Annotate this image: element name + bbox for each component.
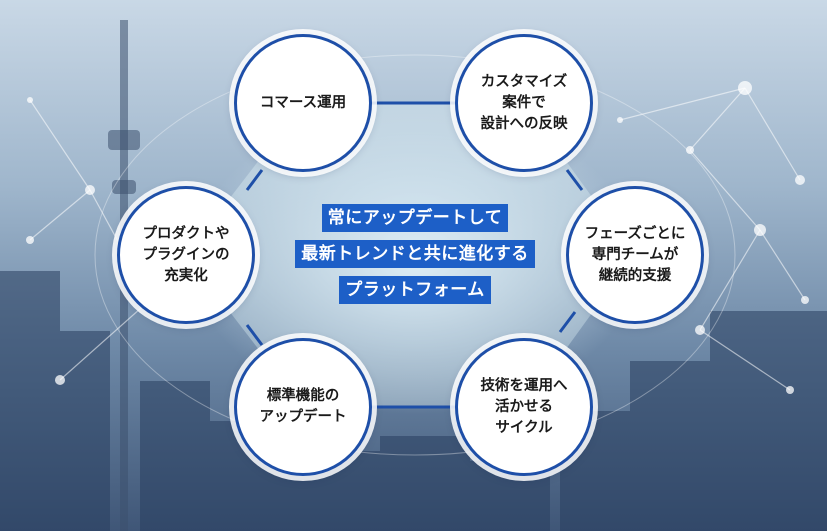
tower-silhouette: [108, 130, 140, 150]
building-silhouette: [0, 271, 60, 531]
node-skills: 技術を運用へ 活かせる サイクル: [455, 338, 593, 476]
center-message: 常にアップデートして 最新トレンドと共に進化する プラットフォーム: [274, 200, 556, 308]
center-line-2: 最新トレンドと共に進化する: [295, 240, 535, 268]
node-skills-label: 技術を運用へ 活かせる サイクル: [480, 377, 568, 436]
node-standard-label: 標準機能の アップデート: [259, 388, 347, 425]
building-silhouette: [60, 331, 110, 531]
node-commerce-label: コマース運用: [259, 94, 347, 111]
node-customize: カスタマイズ 案件で 設計への反映: [455, 34, 593, 172]
node-phase: フェーズごとに 専門チームが 継続的支援: [566, 186, 704, 324]
node-commerce: コマース運用: [234, 34, 372, 172]
building-silhouette: [630, 361, 710, 531]
building-silhouette: [710, 311, 827, 531]
tower-silhouette: [112, 180, 136, 194]
node-phase-label: フェーズごとに 専門チームが 継続的支援: [584, 225, 686, 284]
node-plugin-label: プロダクトや プラグインの 充実化: [142, 225, 230, 284]
center-line-1: 常にアップデートして: [321, 204, 509, 232]
node-plugin: プロダクトや プラグインの 充実化: [117, 186, 255, 324]
building-silhouette: [140, 381, 210, 531]
center-line-3: プラットフォーム: [339, 276, 491, 304]
node-standard: 標準機能の アップデート: [234, 338, 372, 476]
node-customize-label: カスタマイズ 案件で 設計への反映: [480, 73, 568, 132]
building-silhouette: [380, 436, 470, 531]
